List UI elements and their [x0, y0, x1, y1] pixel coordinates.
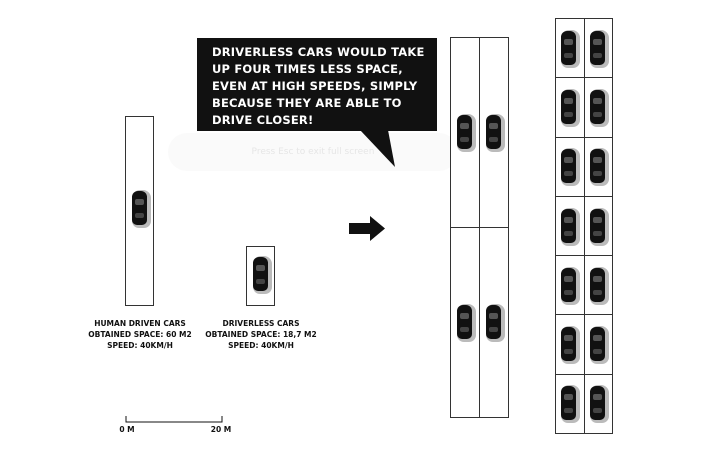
fullscreen-hint: Press Esc to exit full screen	[168, 133, 458, 171]
car-icon	[589, 208, 605, 243]
car-icon	[561, 386, 577, 421]
car-icon	[589, 327, 605, 362]
lane-cell	[583, 18, 613, 79]
scale-start-label: 0 M	[119, 425, 135, 434]
car-icon	[132, 191, 147, 225]
driverless-speed: SPEED: 40KM/H	[228, 341, 294, 350]
car-icon	[456, 305, 472, 339]
car-icon	[589, 89, 605, 124]
car-icon	[561, 89, 577, 124]
driverless-title: DRIVERLESS CARS	[222, 319, 300, 328]
car-icon	[485, 115, 501, 149]
car-icon	[485, 305, 501, 339]
callout-tail	[360, 130, 395, 167]
car-icon	[561, 208, 577, 243]
car-icon	[253, 257, 268, 291]
car-icon	[561, 267, 577, 302]
car-icon	[589, 267, 605, 302]
car-icon	[589, 149, 605, 184]
driverless-label: DRIVERLESS CARS OBTAINED SPACE: 18,7 M2 …	[200, 318, 322, 351]
human-label: HUMAN DRIVEN CARS OBTAINED SPACE: 60 M2 …	[80, 318, 200, 351]
car-icon	[589, 30, 605, 65]
arrow-right-icon	[349, 216, 385, 241]
car-icon	[456, 115, 472, 149]
car-icon	[561, 30, 577, 65]
car-icon	[561, 149, 577, 184]
callout-bubble: DRIVERLESS CARS WOULD TAKE UP FOUR TIMES…	[197, 38, 437, 131]
scale-bar	[125, 416, 223, 423]
human-space: OBTAINED SPACE: 60 M2	[88, 330, 192, 339]
scale-end-label: 20 M	[210, 425, 232, 434]
car-icon	[589, 386, 605, 421]
human-title: HUMAN DRIVEN CARS	[94, 319, 186, 328]
human-speed: SPEED: 40KM/H	[107, 341, 173, 350]
driverless-space: OBTAINED SPACE: 18,7 M2	[205, 330, 317, 339]
car-icon	[561, 327, 577, 362]
